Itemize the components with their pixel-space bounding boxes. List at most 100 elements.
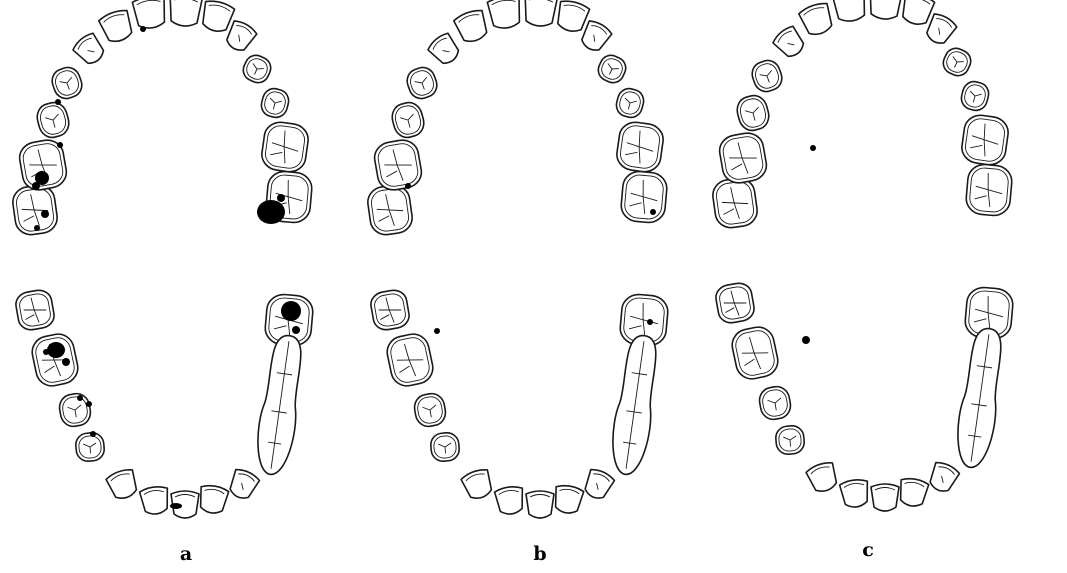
upper-tooth-b-1 <box>366 183 414 236</box>
lower-tooth-c-5-crown <box>805 460 841 495</box>
upper-tooth-c-6-crown <box>798 1 836 39</box>
upper-arch-b <box>366 0 668 237</box>
lower-tooth-a-8 <box>197 484 229 515</box>
upper-tooth-a-7 <box>132 0 168 30</box>
lower-tooth-c-8-crown <box>897 477 929 508</box>
upper-tooth-c-13 <box>960 113 1010 167</box>
caries-lesion-20 <box>650 209 656 215</box>
upper-tooth-b-8-crown <box>523 0 558 27</box>
caries-lesion-15 <box>90 431 96 437</box>
lower-tooth-c-7 <box>871 484 899 511</box>
lower-arch-b <box>369 288 669 518</box>
caries-lesion-2 <box>32 182 40 190</box>
upper-tooth-c-12 <box>959 79 991 113</box>
lower-tooth-a-2 <box>29 331 80 389</box>
lower-tooth-a-6-crown <box>139 485 170 516</box>
lower-tooth-a-5-crown <box>105 467 141 502</box>
panel-label-b: b <box>533 543 546 565</box>
lower-tooth-a-3 <box>57 392 92 429</box>
upper-tooth-a-6-crown <box>98 8 136 46</box>
lower-tooth-c-6 <box>839 478 870 509</box>
lower-tooth-a-1 <box>14 288 56 332</box>
upper-tooth-b-6-crown <box>453 8 491 46</box>
upper-tooth-c-3 <box>734 93 772 134</box>
caries-lesion-19 <box>405 183 411 189</box>
arches-layer <box>11 0 1014 518</box>
caries-lesion-8 <box>277 194 285 202</box>
lower-tooth-b-4 <box>430 432 460 462</box>
upper-tooth-b-8 <box>523 0 558 27</box>
lower-tooth-b-7 <box>526 491 554 518</box>
lower-tooth-b-8-crown <box>552 484 584 515</box>
upper-tooth-a-11 <box>240 52 275 87</box>
lower-tooth-b-5 <box>460 467 496 502</box>
upper-tooth-c-5-crown <box>771 24 808 61</box>
upper-tooth-a-12 <box>259 86 291 120</box>
lower-tooth-b-9 <box>581 467 616 502</box>
caries-lesion-24 <box>802 336 810 344</box>
upper-tooth-c-4 <box>749 57 786 95</box>
caries-lesion-6 <box>55 99 61 105</box>
upper-tooth-b-5 <box>426 31 463 68</box>
lower-arch-a <box>14 288 314 518</box>
caries-lesion-18 <box>170 503 182 509</box>
upper-tooth-a-5-crown <box>71 31 108 68</box>
upper-tooth-a-5 <box>71 31 108 68</box>
lower-tooth-b-9-crown <box>581 467 616 502</box>
lower-tooth-b-5-crown <box>460 467 496 502</box>
caries-lesion-7 <box>257 200 285 224</box>
labels-layer: a b c <box>180 539 874 565</box>
lower-tooth-c-7-crown <box>871 484 899 511</box>
lower-tooth-b-6-crown <box>494 485 525 516</box>
upper-tooth-a-8 <box>168 0 203 27</box>
caries-lesion-11 <box>62 358 70 366</box>
lower-tooth-c-9 <box>926 460 961 495</box>
lower-tooth-b-3 <box>412 392 447 429</box>
lower-tooth-c-9-crown <box>926 460 961 495</box>
upper-tooth-a-9 <box>199 0 235 34</box>
upper-tooth-c-14 <box>965 163 1013 217</box>
caries-lesion-4 <box>34 225 40 231</box>
upper-tooth-c-8 <box>868 0 903 20</box>
panel-c <box>711 0 1014 511</box>
upper-tooth-b-6 <box>453 8 491 46</box>
caries-lesion-9 <box>140 26 146 32</box>
upper-tooth-c-1 <box>711 176 759 229</box>
lower-tooth-a-4 <box>75 432 105 462</box>
lower-tooth-a-8-crown <box>197 484 229 515</box>
lower-tooth-c-8 <box>897 477 929 508</box>
upper-tooth-b-14 <box>620 170 668 224</box>
lower-tooth-a-6 <box>139 485 170 516</box>
lower-tooth-a-9-crown <box>226 467 261 502</box>
upper-tooth-b-3 <box>389 100 427 141</box>
upper-tooth-b-12 <box>614 86 646 120</box>
lower-tooth-b-7-crown <box>526 491 554 518</box>
upper-tooth-b-2 <box>372 138 424 193</box>
upper-tooth-a-4 <box>49 64 86 102</box>
lower-tooth-c-5 <box>805 460 841 495</box>
caries-lesion-12 <box>43 349 49 355</box>
caries-lesion-22 <box>647 319 653 325</box>
lower-tooth-b-8 <box>552 484 584 515</box>
panel-label-a: a <box>180 543 192 565</box>
lower-tooth-a-9 <box>226 467 261 502</box>
panel-label-c: c <box>862 539 874 561</box>
caries-lesion-17 <box>292 326 300 334</box>
upper-tooth-c-6 <box>798 1 836 39</box>
lower-tooth-b-6 <box>494 485 525 516</box>
upper-arch-c <box>711 0 1013 230</box>
caries-lesion-14 <box>77 395 83 401</box>
upper-tooth-c-5 <box>771 24 808 61</box>
lower-tooth-a-11 <box>252 333 307 477</box>
lower-tooth-c-2 <box>729 324 780 382</box>
lower-tooth-c-1 <box>714 281 756 325</box>
lower-tooth-b-1 <box>369 288 411 332</box>
caries-lesion-5 <box>57 142 63 148</box>
lower-tooth-c-3 <box>757 385 792 422</box>
panel-a <box>11 0 314 518</box>
caries-lesion-10 <box>47 342 65 358</box>
upper-tooth-a-6 <box>98 8 136 46</box>
upper-tooth-c-7 <box>832 0 868 23</box>
caries-lesion-23 <box>810 145 816 151</box>
